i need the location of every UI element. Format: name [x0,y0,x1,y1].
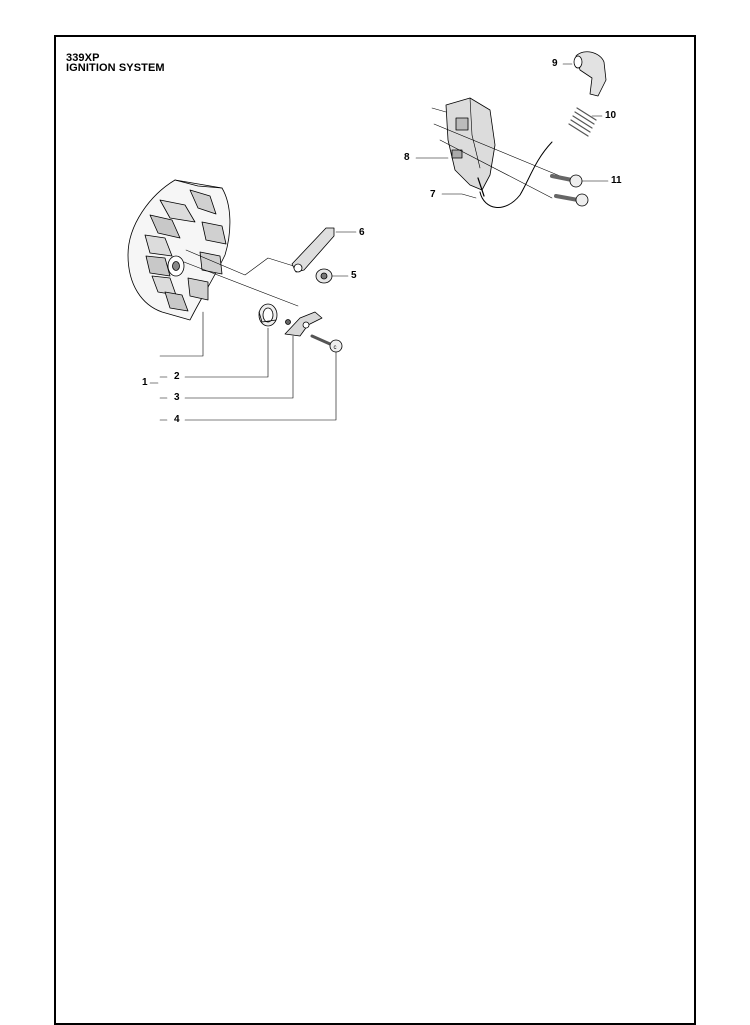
module-screws-part [550,174,589,207]
callout-4: 4 [174,414,180,425]
callout-2: 2 [174,371,180,382]
spark-plug-cap-part [573,51,607,97]
callout-10: 10 [605,110,617,121]
callout-11: 11 [611,175,622,186]
model-title: 339XP [66,52,100,64]
bracket-part [284,311,323,337]
bearing-ring-part [258,303,278,327]
ignition-module-part [445,97,496,197]
callout-3: 3 [174,392,180,403]
callout-6: 6 [359,227,365,238]
callout-8: 8 [404,152,410,163]
svg-text:c: c [334,345,337,351]
callout-5: 5 [351,270,357,281]
callout-1: 1 [142,377,148,388]
nut-part [315,268,333,284]
screw-part: c [310,334,343,353]
flywheel-part [127,179,231,321]
spring-part [568,107,597,137]
callout-7: 7 [430,189,436,200]
section-title: IGNITION SYSTEM [66,62,165,74]
callout-9: 9 [552,58,558,69]
lever-arm-part [291,227,335,273]
